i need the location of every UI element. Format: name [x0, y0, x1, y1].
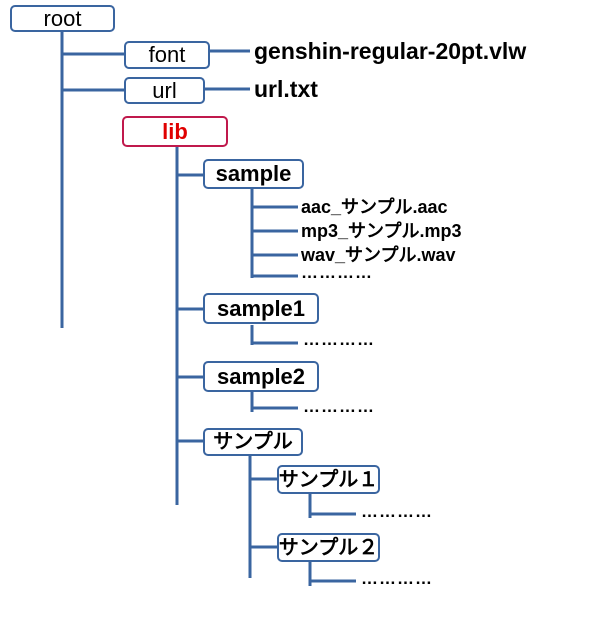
sample1-folder: sample1: [203, 293, 319, 324]
sample-file-wav: wav_サンプル.wav: [301, 245, 456, 265]
sample-jp-1-label: サンプル１: [278, 468, 379, 491]
sample2-folder: sample2: [203, 361, 319, 392]
sample-jp-1-more: …………: [361, 502, 433, 521]
font-folder: font: [124, 41, 210, 69]
sample-jp-label: サンプル: [213, 431, 293, 453]
sample2-label: sample2: [216, 363, 306, 389]
url-folder: url: [124, 77, 205, 104]
sample-jp-2-more: …………: [361, 569, 433, 588]
url-label: url: [152, 77, 177, 103]
lib-label: lib: [162, 118, 188, 144]
sample1-more: …………: [303, 330, 375, 349]
sample2-more: …………: [303, 397, 375, 416]
font-label: font: [148, 42, 186, 67]
sample-file-aac: aac_サンプル.aac: [301, 197, 448, 217]
sample-label: sample: [215, 161, 292, 186]
sample-jp-1-folder: サンプル１: [277, 465, 380, 494]
sample-folder: sample: [203, 159, 304, 189]
url-file: url.txt: [254, 76, 318, 102]
root-label: root: [43, 5, 82, 31]
font-file: genshin-regular-20pt.vlw: [254, 38, 527, 64]
root-folder: root: [10, 5, 115, 32]
sample-file-mp3: mp3_サンプル.mp3: [301, 221, 462, 241]
sample-jp-2-label: サンプル２: [278, 536, 379, 559]
sample1-label: sample1: [216, 295, 306, 321]
sample-jp-2-folder: サンプル２: [277, 533, 380, 562]
lib-folder: lib: [122, 116, 228, 147]
sample-more: …………: [301, 263, 373, 282]
sample-jp-folder: サンプル: [203, 428, 303, 456]
